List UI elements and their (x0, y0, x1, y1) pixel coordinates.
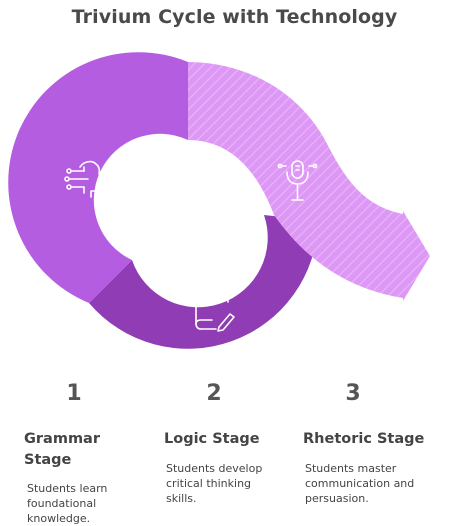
stage-heading: Grammar Stage (24, 431, 100, 468)
microphone-icon (277, 160, 318, 201)
rhetoric-arrow (188, 62, 430, 301)
grammar-segment (8, 52, 189, 304)
stage-heading: Logic Stage (164, 431, 260, 447)
stage-description: Students learn foundational knowledge. (27, 482, 108, 525)
stage-number: 3 (345, 381, 361, 406)
ai-head-icon (64, 160, 104, 198)
stage-description: Students master communication and persua… (305, 462, 415, 505)
stage-description: Students develop critical thinking skill… (166, 462, 263, 505)
stage-heading: Rhetoric Stage (303, 431, 425, 447)
book-pen-icon (195, 291, 235, 332)
stage-number: 2 (206, 381, 222, 406)
page-title: Trivium Cycle with Technology (71, 6, 398, 28)
stage-number: 1 (66, 381, 82, 406)
logic-segment (89, 215, 318, 349)
